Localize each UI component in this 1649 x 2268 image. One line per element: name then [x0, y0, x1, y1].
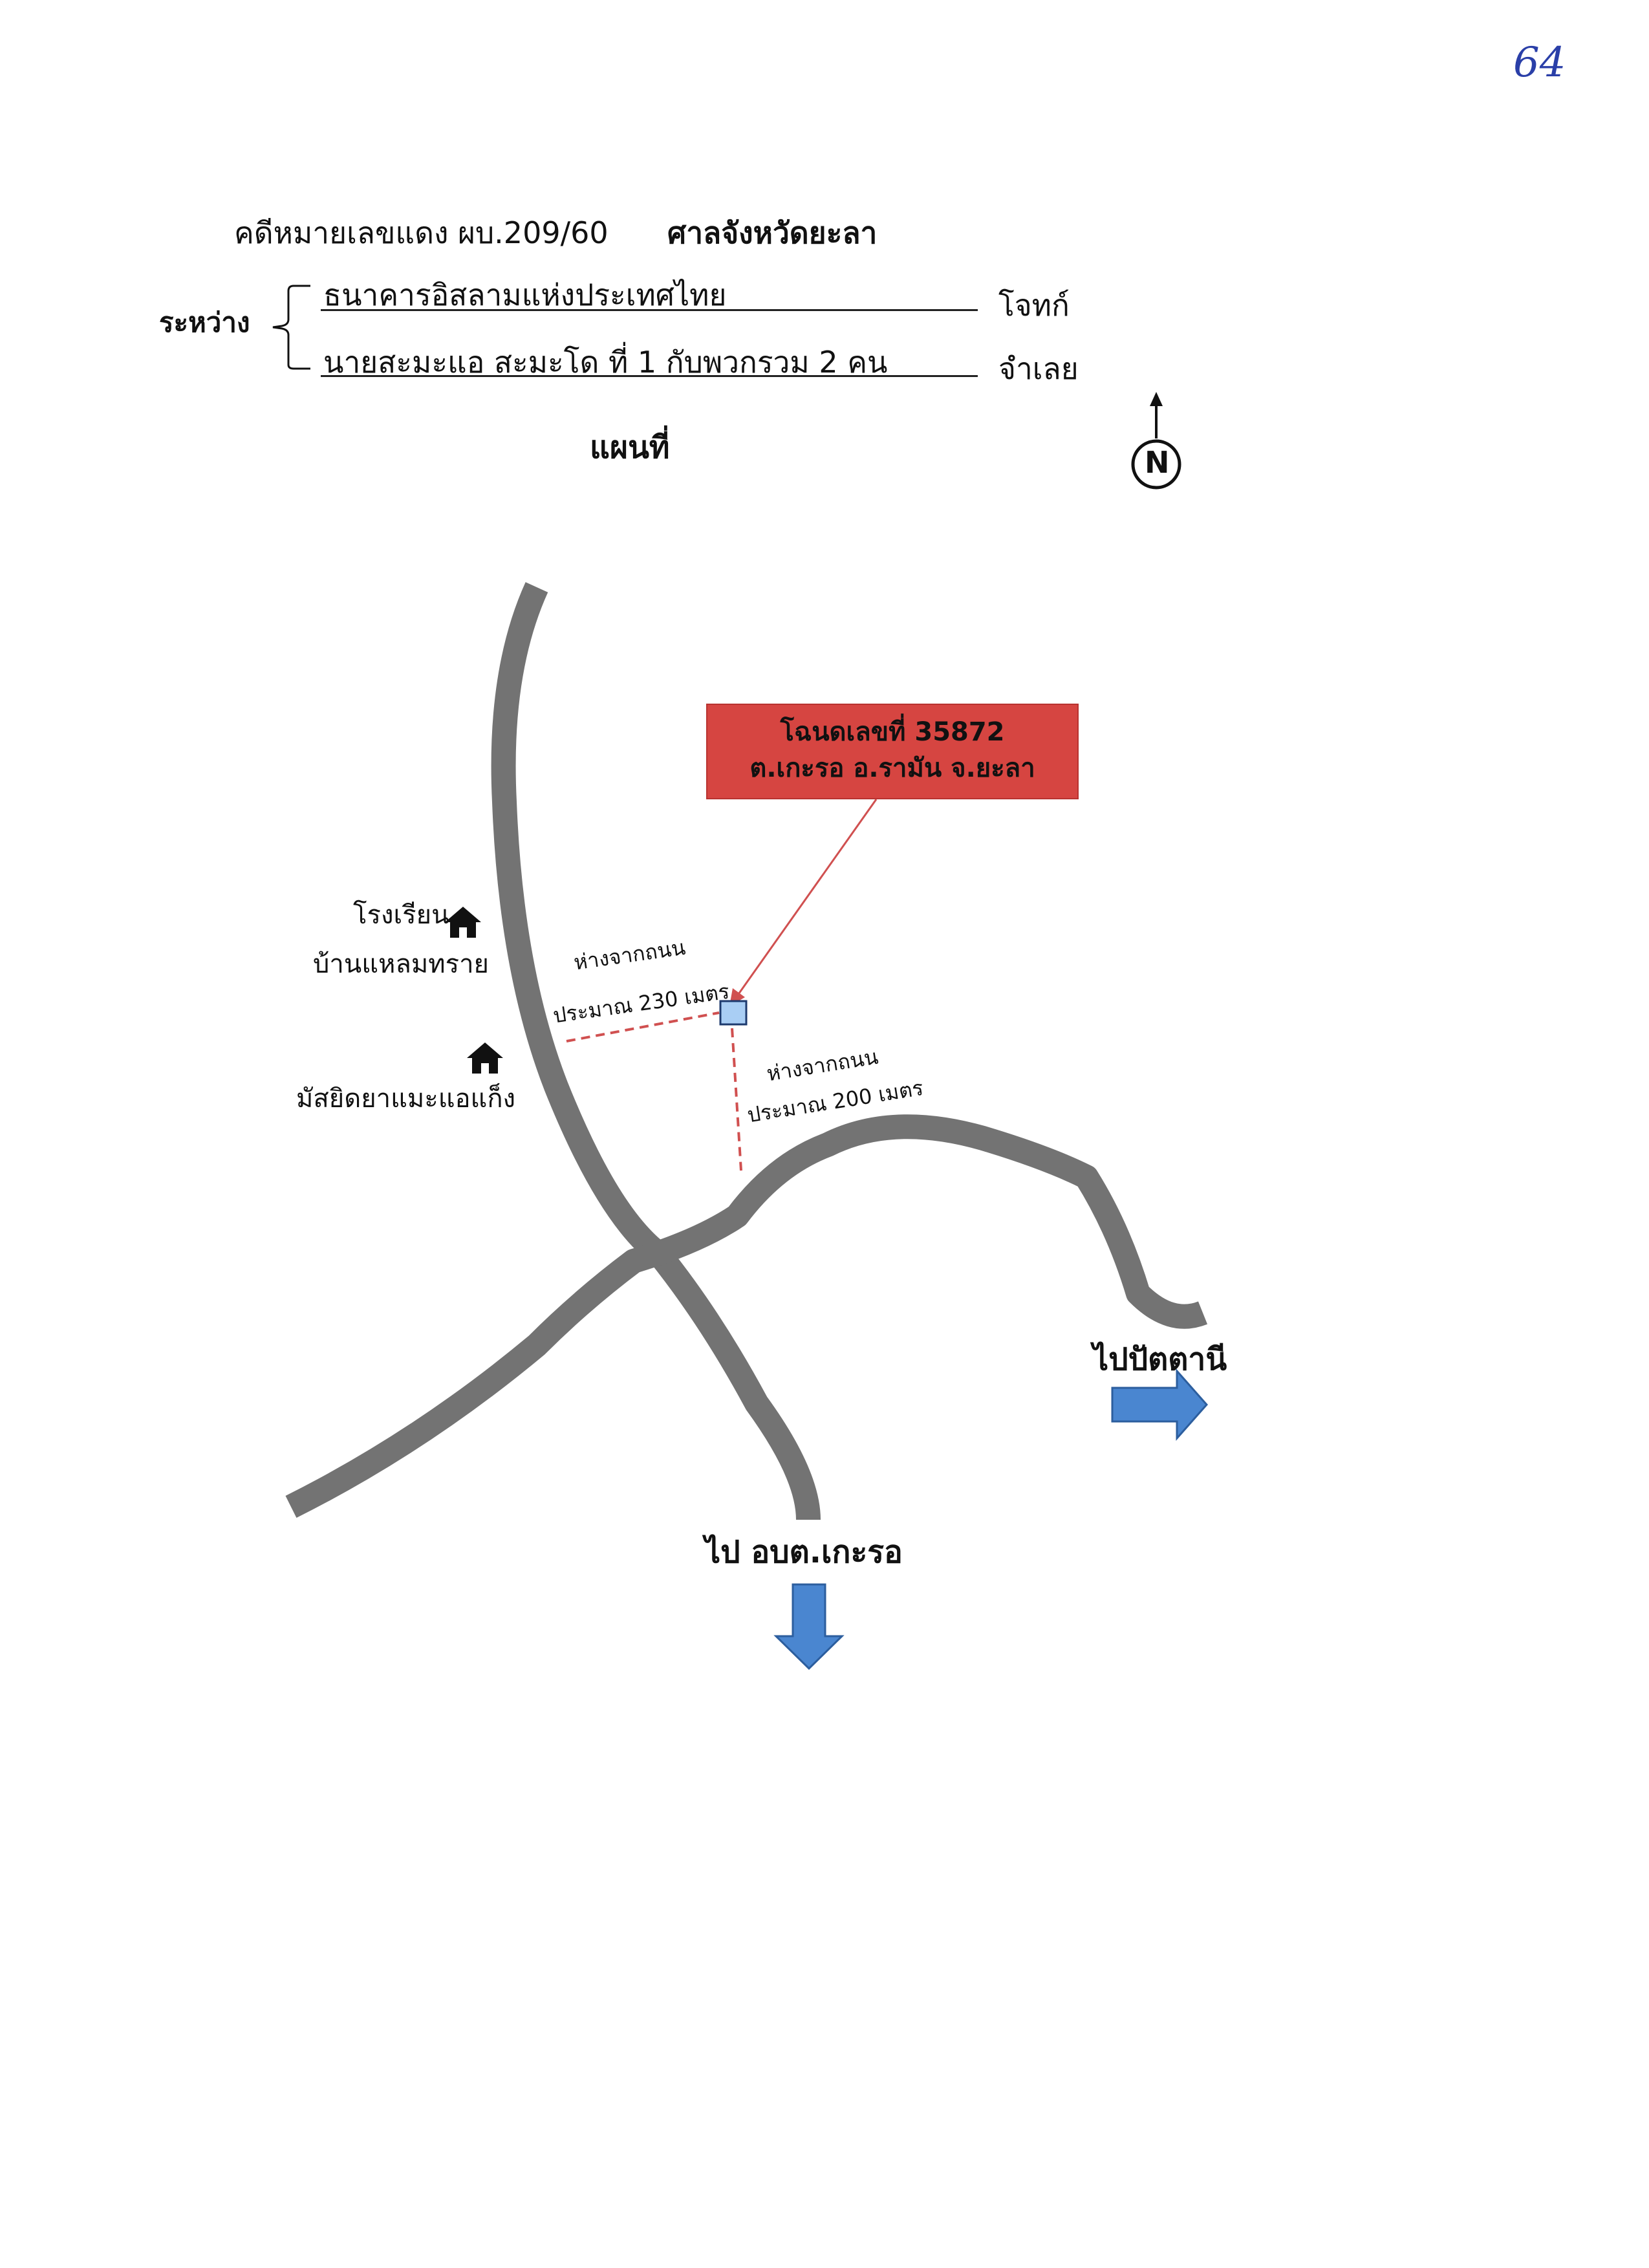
- house-icon: [445, 907, 481, 938]
- arrow-south-icon: [773, 1583, 845, 1670]
- north-label: N: [1145, 445, 1170, 480]
- distance-line-south: [731, 1028, 742, 1171]
- distance-line-west: [566, 1011, 720, 1042]
- deed-label-box: โฉนดเลขที่ 35872 ต.เกะรอ อ.รามัน จ.ยะลา: [706, 704, 1079, 799]
- destination-south-label: ไป อบต.เกะรอ: [705, 1534, 903, 1570]
- deed-line2: ต.เกะรอ อ.รามัน จ.ยะลา: [749, 753, 1035, 783]
- plaintiff-underline: [321, 309, 978, 311]
- plaintiff-role: โจทก์: [998, 288, 1070, 323]
- landmark-school-line1: โรงเรียน: [353, 900, 449, 930]
- map-title: แผนที่: [590, 429, 670, 466]
- deed-line1: โฉนดเลขที่ 35872: [780, 717, 1005, 747]
- court-name: ศาลจังหวัดยะลา: [667, 215, 878, 250]
- road-west-east: [285, 1114, 1208, 1518]
- destination-east-label: ไปปัตตานี: [1093, 1341, 1227, 1377]
- landmark-school-line2: บ้านแหลมทราย: [313, 949, 489, 979]
- house-icon: [467, 1042, 503, 1074]
- between-label: ระหว่าง: [159, 307, 250, 338]
- landmark-mosque: มัสยิดยาแมะแอแก็ง: [296, 1084, 516, 1114]
- land-parcel-marker: [719, 1000, 748, 1026]
- road-north-south: [491, 582, 821, 1520]
- arrow-east-icon: [1111, 1368, 1209, 1441]
- brace-icon: [272, 285, 310, 370]
- page-number: 64: [1513, 39, 1566, 87]
- defendant-role: จำเลย: [998, 351, 1079, 386]
- north-arrow-icon: [1131, 392, 1181, 490]
- deed-leader-line: [736, 799, 878, 997]
- case-number: คดีหมายเลขแดง ผบ.209/60: [234, 215, 609, 250]
- defendant-underline: [321, 375, 978, 377]
- plaintiff-name: ธนาคารอิสลามแห่งประเทศไทย: [323, 277, 727, 312]
- defendant-name: นายสะมะแอ สะมะโด ที่ 1 กับพวกรวม 2 คน: [323, 345, 888, 380]
